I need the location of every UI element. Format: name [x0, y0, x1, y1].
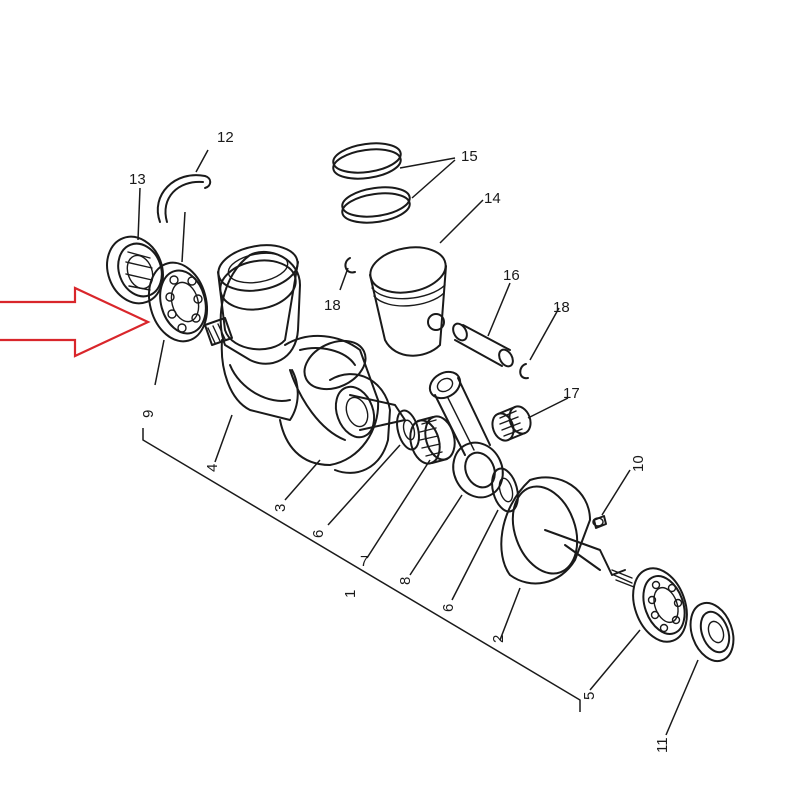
part-8-connecting-rod [428, 370, 504, 499]
label-3: 3 [272, 504, 289, 512]
part-labels: 12 13 15 14 16 18 18 17 9 4 3 6 7 1 8 6 … [129, 129, 671, 753]
part-18-circlip-right [519, 363, 529, 380]
part-6-thrust-washer-left [396, 409, 420, 451]
leader-lines [137, 149, 699, 736]
label-12: 12 [217, 129, 234, 146]
part-15-piston-rings [332, 142, 411, 224]
label-2: 2 [490, 635, 507, 643]
label-11: 11 [654, 737, 671, 753]
label-7: 7 [360, 553, 368, 570]
right-arrow-icon [0, 286, 151, 358]
part-10-woodruff-key [593, 515, 607, 529]
label-4: 4 [204, 464, 221, 472]
left-shaft-stub [204, 317, 233, 346]
label-9: 9 [140, 410, 157, 418]
part-5-ball-bearing-right [632, 567, 688, 643]
label-13: 13 [129, 171, 146, 188]
part-9-ball-bearing [148, 261, 208, 343]
part-12-circlip [156, 174, 212, 223]
label-5: 5 [581, 692, 598, 700]
part-18-circlip-left [344, 257, 356, 274]
part-6-thrust-washer-right [491, 467, 519, 513]
label-6-right: 6 [440, 604, 457, 612]
label-17: 17 [563, 385, 580, 402]
label-16: 16 [503, 267, 520, 284]
part-17-small-end-bearing [491, 405, 532, 442]
part-14-piston [369, 246, 447, 357]
assembly-bracket [142, 428, 581, 712]
part-3-crank-web-right [329, 373, 406, 474]
label-18-left: 18 [324, 297, 341, 314]
assembled-piston [217, 244, 299, 351]
callout-arrow [0, 286, 151, 358]
label-1: 1 [342, 590, 359, 598]
part-4-crank-web-left [219, 250, 380, 466]
label-10: 10 [630, 455, 647, 472]
label-14: 14 [484, 190, 501, 207]
label-18-right: 18 [553, 299, 570, 316]
label-8: 8 [397, 577, 414, 585]
part-11-oil-seal-right [689, 601, 735, 663]
part-2-crank-half-right [500, 476, 635, 588]
part-16-piston-pin [452, 322, 514, 368]
part-7-needle-bearing [409, 415, 456, 465]
label-15: 15 [461, 148, 478, 165]
label-6-left: 6 [310, 530, 327, 538]
